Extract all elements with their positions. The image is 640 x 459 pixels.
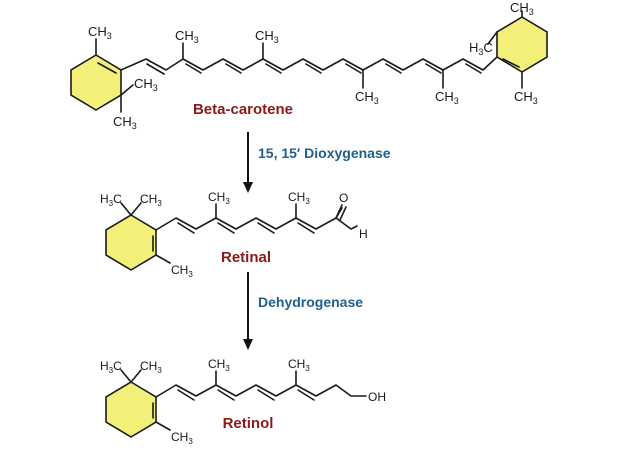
atom-label: CH3 xyxy=(140,192,162,208)
retinol-ring xyxy=(105,381,157,438)
gem-dimethyl-bonds xyxy=(120,84,134,113)
retinol-structure: H3C CH3 CH3 CH3 CH3 OH Retinol xyxy=(100,357,386,446)
atom-label: CH3 xyxy=(171,263,193,279)
atom-label: CH3 xyxy=(208,357,230,373)
atom-label: CH3 xyxy=(355,89,379,106)
atom-label: CH3 xyxy=(514,89,538,106)
retinal-chain xyxy=(155,207,343,231)
beta-carotene-right-ring xyxy=(496,16,548,73)
chain-methyl-bonds xyxy=(215,203,297,219)
atom-label: H3C xyxy=(469,40,493,57)
retinol-double-bonds xyxy=(177,389,315,401)
oxygen-label: O xyxy=(339,191,348,205)
retinal-label: Retinal xyxy=(221,249,271,266)
chain-methyl-bonds xyxy=(182,42,444,89)
ring-double-bond xyxy=(97,62,117,74)
beta-carotene-label: Beta-carotene xyxy=(193,101,293,118)
atom-label: CH3 xyxy=(175,28,199,45)
atom-label: CH3 xyxy=(140,359,162,375)
atom-label: CH3 xyxy=(435,89,459,106)
aldehyde-bond xyxy=(335,217,358,230)
atom-label: CH3 xyxy=(88,24,112,41)
polyene-double-bonds xyxy=(146,63,482,75)
chain-methyl-bonds xyxy=(215,370,297,386)
ring-double-bond xyxy=(502,58,520,68)
retinol-label: Retinol xyxy=(223,415,274,432)
hydroxyl-label: OH xyxy=(368,390,386,404)
beta-carotene-left-ring xyxy=(70,54,122,111)
ring-methyl-bonds xyxy=(120,369,171,431)
retinal-ring xyxy=(105,214,157,271)
atom-label: H3C xyxy=(100,359,122,375)
atom-label: H3C xyxy=(100,192,122,208)
atom-label: CH3 xyxy=(171,430,193,446)
atom-label: CH3 xyxy=(208,190,230,206)
atom-label: CH3 xyxy=(288,357,310,373)
retinal-structure: H3C CH3 CH3 CH3 CH3 O H Retinal xyxy=(100,190,368,279)
polyene-chain xyxy=(120,56,498,71)
reaction-arrow-2: Dehydrogenase xyxy=(243,272,363,350)
beta-carotene-structure: CH3 CH3 CH3 CH3 CH3 CH3 CH3 CH3 H3C CH3 … xyxy=(70,0,548,131)
atom-label: CH3 xyxy=(510,0,534,17)
dioxygenase-label: 15, 15′ Dioxygenase xyxy=(258,145,391,161)
carbonyl-double-bond xyxy=(335,204,347,221)
atom-label: CH3 xyxy=(288,190,310,206)
ring-methyl-bonds xyxy=(120,202,171,264)
reaction-arrow-1: 15, 15′ Dioxygenase xyxy=(243,132,391,193)
hydrogen-label: H xyxy=(359,227,368,241)
dehydrogenase-label: Dehydrogenase xyxy=(258,294,363,310)
ring-methyl-bonds xyxy=(487,10,523,89)
atom-label: CH3 xyxy=(255,28,279,45)
retinol-chain xyxy=(155,384,367,398)
atom-label: CH3 xyxy=(134,76,158,93)
retinal-double-bonds xyxy=(177,222,315,234)
atom-label: CH3 xyxy=(113,114,137,131)
